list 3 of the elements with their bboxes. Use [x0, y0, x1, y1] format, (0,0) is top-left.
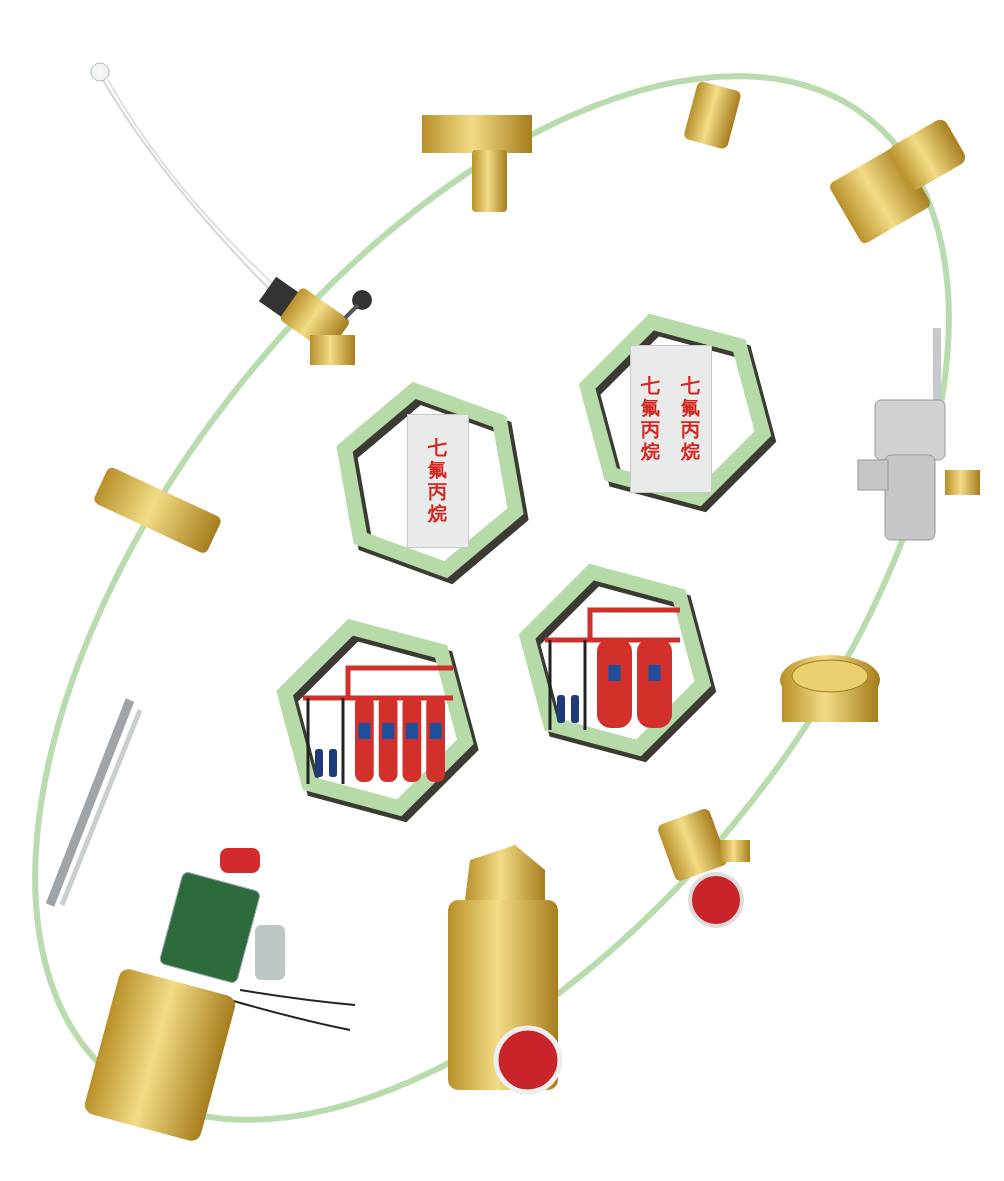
cabinet-label: 七氟丙烷 — [427, 437, 449, 525]
cabinet-label: 七氟丙烷 — [640, 375, 662, 463]
cabinet-label: 七氟丙烷 — [680, 375, 702, 463]
